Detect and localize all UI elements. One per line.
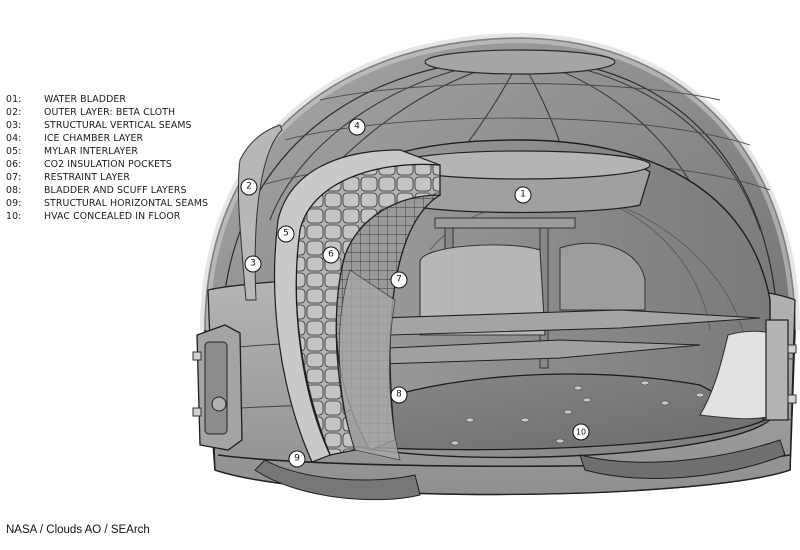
legend-item: 06: CO2 INSULATION POCKETS (6, 158, 208, 171)
legend-number: 06: (6, 159, 22, 170)
legend-label: HVAC CONCEALED IN FLOOR (44, 211, 181, 222)
legend-number: 04: (6, 133, 22, 144)
callout-marker-3: 3 (244, 255, 262, 273)
left-hatch (192, 324, 243, 451)
legend-label: BLADDER AND SCUFF LAYERS (44, 185, 187, 196)
legend-item: 10: HVAC CONCEALED IN FLOOR (6, 210, 208, 223)
legend-item: 05: MYLAR INTERLAYER (6, 145, 208, 158)
legend-number: 10: (6, 211, 22, 222)
image-credit: NASA / Clouds AO / SEArch (6, 524, 150, 536)
callout-marker-10: 10 (572, 423, 590, 441)
legend-number: 01: (6, 94, 22, 105)
callout-marker-4: 4 (348, 118, 366, 136)
legend-number: 03: (6, 120, 22, 131)
callout-marker-6: 6 (322, 246, 340, 264)
callout-marker-5: 5 (277, 225, 295, 243)
callout-marker-1: 1 (514, 186, 532, 204)
callout-marker-8: 8 (390, 386, 408, 404)
legend-item: 02: OUTER LAYER: BETA CLOTH (6, 106, 208, 119)
callout-marker-9: 9 (288, 450, 306, 468)
callout-marker-7: 7 (390, 271, 408, 289)
legend-number: 02: (6, 107, 22, 118)
legend-label: STRUCTURAL VERTICAL SEAMS (44, 120, 192, 131)
legend-item: 01: WATER BLADDER (6, 93, 208, 106)
legend: 01: WATER BLADDER 02: OUTER LAYER: BETA CL… (6, 93, 208, 223)
legend-number: 08: (6, 185, 22, 196)
legend-label: STRUCTURAL HORIZONTAL SEAMS (44, 198, 209, 209)
legend-number: 07: (6, 172, 22, 183)
legend-label: RESTRAINT LAYER (44, 172, 130, 183)
legend-label: CO2 INSULATION POCKETS (44, 159, 172, 170)
legend-label: OUTER LAYER: BETA CLOTH (44, 107, 176, 118)
legend-item: 04: ICE CHAMBER LAYER (6, 132, 208, 145)
right-hatch (699, 319, 797, 421)
legend-item: 03: STRUCTURAL VERTICAL SEAMS (6, 119, 208, 132)
legend-label: ICE CHAMBER LAYER (44, 133, 144, 144)
legend-number: 05: (6, 146, 22, 157)
legend-number: 09: (6, 198, 22, 209)
callout-marker-2: 2 (240, 178, 258, 196)
legend-item: 08: BLADDER AND SCUFF LAYERS (6, 184, 208, 197)
floor-disc (329, 373, 767, 451)
legend-label: MYLAR INTERLAYER (44, 146, 138, 157)
legend-label: WATER BLADDER (44, 94, 127, 105)
legend-item: 09: STRUCTURAL HORIZONTAL SEAMS (6, 197, 208, 210)
legend-item: 07: RESTRAINT LAYER (6, 171, 208, 184)
